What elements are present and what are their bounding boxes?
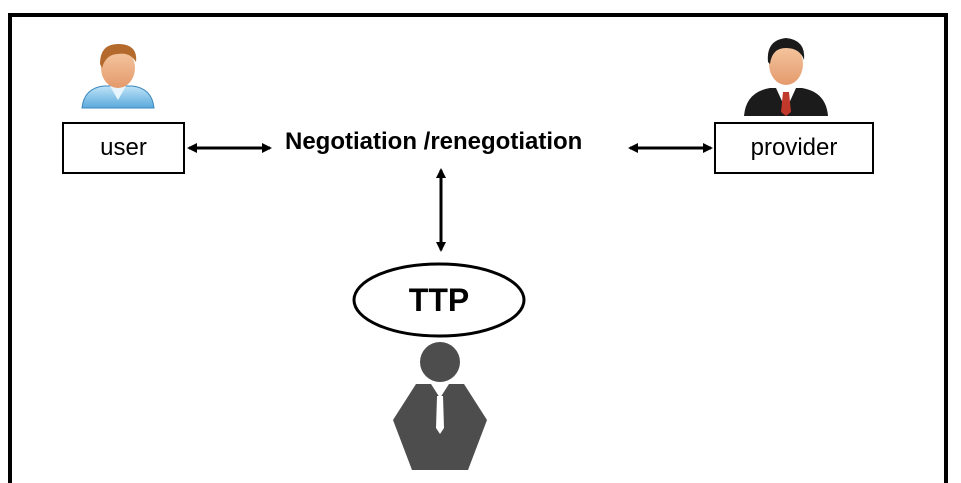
provider-avatar-icon [744, 38, 828, 116]
ttp-person-icon [393, 342, 487, 470]
user-box: user [62, 122, 185, 174]
provider-box: provider [714, 122, 874, 174]
user-label: user [100, 134, 147, 161]
user-avatar-icon [81, 44, 155, 109]
ttp-label: TTP [353, 264, 525, 336]
provider-label: provider [750, 134, 838, 161]
ttp-text: TTP [408, 281, 470, 318]
ttp-ellipse [352, 262, 526, 338]
diagram-frame [8, 13, 948, 483]
negotiation-label: Negotiation /renegotiation [285, 128, 583, 155]
diagram-canvas [81, 38, 828, 470]
